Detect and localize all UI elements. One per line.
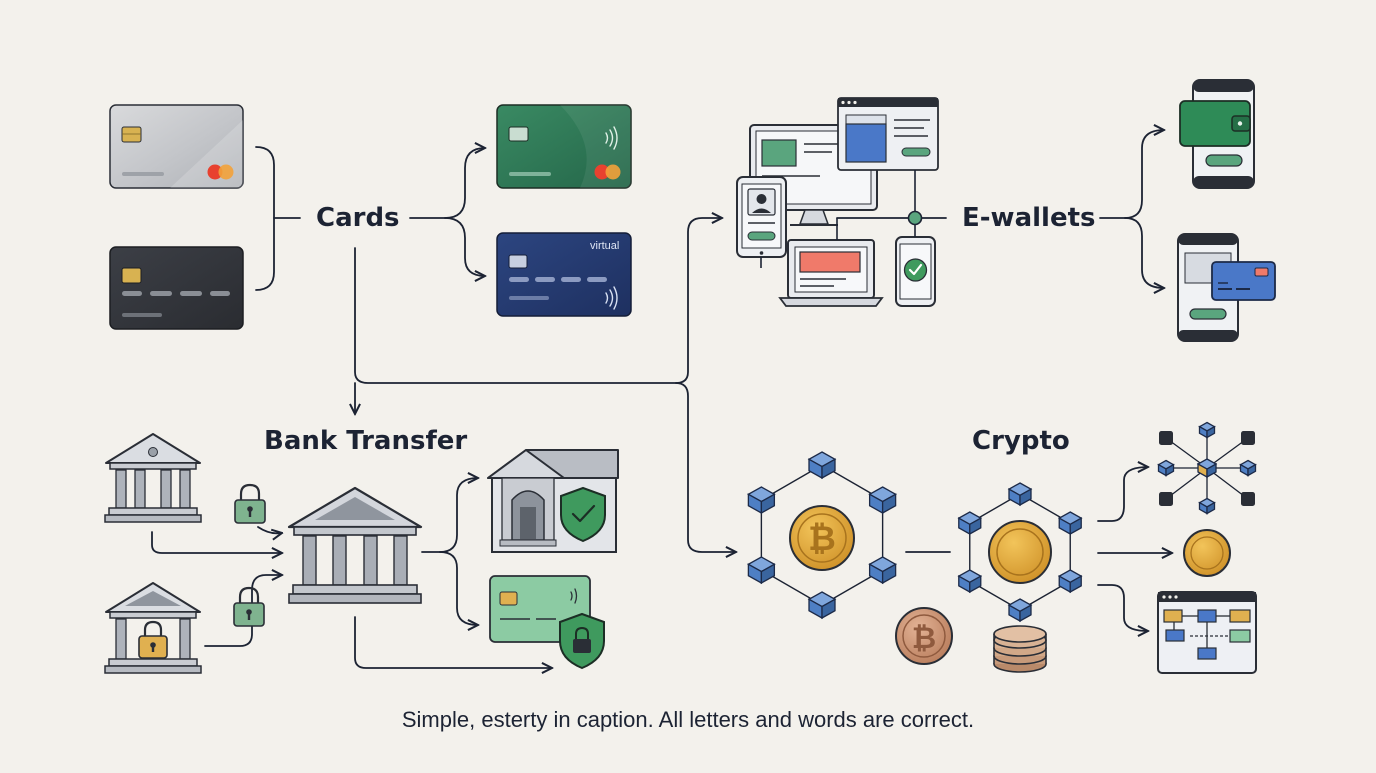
network-node: [1159, 492, 1173, 506]
blockchain-block-icon: [1198, 497, 1216, 515]
caption: Simple, esterty in caption. All letters …: [401, 707, 975, 732]
silver-credit-card-icon: [109, 104, 244, 189]
blockchain-block-icon: [1057, 569, 1083, 594]
wallet-icon: [1179, 100, 1251, 147]
small-gold-coin-icon: [1183, 529, 1231, 577]
bank-transfer-label: Bank Transfer: [264, 426, 468, 456]
shield-check-icon: [560, 486, 606, 543]
svg-text:₿: ₿: [808, 519, 836, 559]
blue-card-icon: [1211, 261, 1276, 301]
virtual-card-icon: virtual: [496, 232, 632, 317]
card-wallet-phone-icon: [1177, 233, 1276, 342]
blockchain-block-icon: [868, 486, 897, 515]
svg-text:₿: ₿: [912, 621, 936, 656]
hub-node: [907, 210, 923, 226]
secure-bank-icon: [487, 449, 619, 553]
blockchain-network-left: [747, 451, 897, 620]
laptop-icon: [778, 239, 884, 307]
blockchain-block-icon: [747, 556, 776, 585]
copper-bitcoin-coin-icon: ₿: [895, 607, 953, 665]
blockchain-block-icon: [868, 556, 897, 585]
device-hub-lines: [760, 170, 916, 268]
shield-lock-icon: [559, 612, 605, 670]
network-node: [1159, 431, 1173, 445]
contactless-icon: [605, 286, 618, 310]
bitcoin-coin-icon: ₿: [789, 505, 855, 571]
wallet-phone-icon: [1179, 79, 1255, 189]
cards-left-bracket: [255, 146, 275, 291]
blockchain-block-icon: [1239, 459, 1257, 477]
contactless-icon: [605, 126, 618, 150]
connector-lines: [151, 130, 1172, 668]
gold-coin-icon: [988, 520, 1052, 584]
contactless-icon: [570, 588, 578, 604]
browser-window-icon: [837, 97, 939, 171]
black-credit-card-icon: [109, 246, 244, 330]
blockchain-block-icon: [807, 451, 837, 480]
node-network-icon: [1157, 421, 1257, 515]
ewallets-label: E-wallets: [962, 203, 1096, 233]
phone-profile-icon: [736, 176, 787, 258]
blockchain-block-icon: [1057, 511, 1083, 536]
blockchain-block-icon: [1196, 458, 1218, 479]
secure-card-icon: [489, 575, 605, 670]
blockchain-block-icon: [1198, 421, 1216, 439]
bank-building-icon: [104, 433, 202, 523]
central-bank-icon: [287, 486, 423, 604]
coin-stack-icon: [993, 625, 1047, 673]
padlock-icon: [233, 586, 265, 627]
green-credit-card-icon: [496, 104, 632, 189]
blockchain-block-icon: [1007, 482, 1033, 507]
cards-label: Cards: [316, 203, 400, 233]
network-node: [1241, 431, 1255, 445]
crypto-label: Crypto: [972, 426, 1070, 456]
flowchart-window-icon: [1157, 591, 1257, 674]
blockchain-block-icon: [957, 511, 983, 536]
blockchain-block-icon: [957, 569, 983, 594]
padlock-icon: [234, 483, 266, 524]
phone-confirm-icon: [895, 236, 936, 307]
network-node: [1241, 492, 1255, 506]
blockchain-block-icon: [747, 486, 776, 515]
blockchain-block-icon: [1157, 459, 1175, 477]
check-circle-icon: [903, 258, 928, 282]
blockchain-block-icon: [807, 591, 837, 620]
blockchain-network-right: [957, 482, 1083, 623]
virtual-card-label: virtual: [590, 240, 619, 252]
bank-with-lock-icon: [104, 582, 202, 674]
padlock-icon: [138, 620, 168, 659]
blockchain-block-icon: [1007, 598, 1033, 623]
